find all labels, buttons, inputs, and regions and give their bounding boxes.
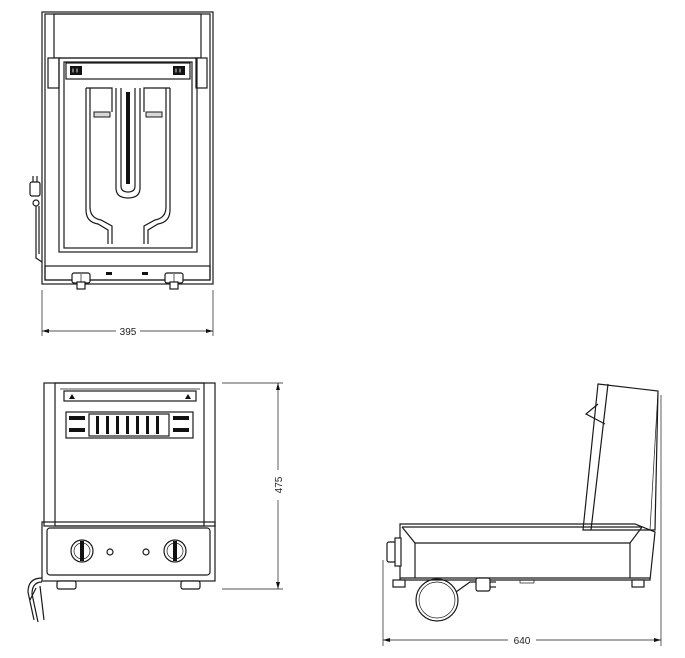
height-dimension: 475 xyxy=(222,382,285,590)
side-view: 640 xyxy=(382,383,662,647)
side-foot-back xyxy=(631,579,645,588)
power-plug-top xyxy=(29,176,43,263)
indicator-light-left xyxy=(106,548,114,556)
height-label: 475 xyxy=(274,476,285,493)
element-rods xyxy=(96,416,159,434)
top-view: 395 xyxy=(29,11,214,338)
foot-right xyxy=(180,580,201,590)
top-tank xyxy=(58,57,198,253)
width-dimension: 395 xyxy=(41,290,214,338)
depth-label: 640 xyxy=(514,636,531,647)
front-head xyxy=(43,382,216,527)
side-cord xyxy=(415,577,496,622)
top-body-outline xyxy=(41,11,214,285)
foot-left xyxy=(56,580,77,590)
side-head xyxy=(582,383,659,531)
basket-frame xyxy=(85,87,171,244)
indicator-light-right xyxy=(142,548,150,556)
front-view: 475 xyxy=(27,382,285,623)
side-body xyxy=(386,523,656,588)
top-knob-left xyxy=(71,272,91,290)
width-label: 395 xyxy=(120,327,137,338)
top-lid xyxy=(53,13,202,59)
front-knob-right xyxy=(163,539,187,563)
side-foot-front xyxy=(392,579,406,588)
element-panel xyxy=(65,411,194,439)
power-cord-front xyxy=(27,577,45,623)
front-knob-left xyxy=(70,539,94,563)
depth-dimension: 640 xyxy=(382,395,662,647)
top-knob-right xyxy=(164,272,184,290)
control-box xyxy=(41,521,216,582)
